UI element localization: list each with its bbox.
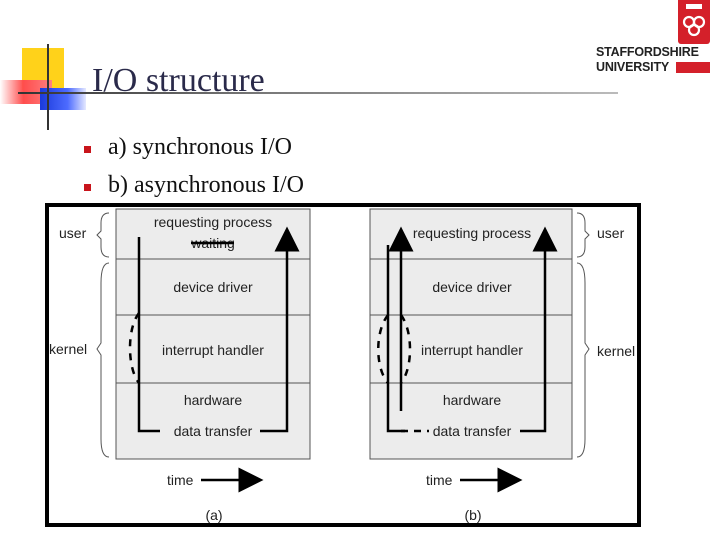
- panel-b-interrupt-loop-left: [377, 314, 390, 384]
- logo-text-line1: STAFFORDSHIRE: [596, 45, 699, 59]
- io-diagram: requesting process waiting device driver…: [45, 203, 641, 527]
- panel-a-device-driver: device driver: [173, 279, 253, 295]
- bullet-square-icon: [84, 145, 91, 153]
- slide-title: I/O structure: [92, 62, 265, 99]
- bullet-square-icon: [84, 183, 91, 191]
- panel-a-flow-arrow: [260, 226, 300, 433]
- bullet-list: a) synchronous I/O b) asynchronous I/O: [84, 128, 304, 204]
- panel-b-data-transfer: data transfer: [433, 423, 512, 439]
- panel-a-interrupt-loop: [128, 312, 141, 384]
- university-logo: STAFFORDSHIRE UNIVERSITY: [596, 0, 716, 76]
- university-crest-icon: [678, 0, 710, 44]
- logo-text-line2: UNIVERSITY: [596, 60, 670, 74]
- panel-b-flow-arrow: [520, 226, 558, 433]
- panel-b-user-brace: [576, 212, 590, 258]
- decorative-vertical-line: [47, 44, 49, 130]
- panel-a-requesting-process: requesting process: [154, 214, 272, 230]
- panel-b-time-label: time: [426, 472, 453, 488]
- bullet-item: a) synchronous I/O: [84, 128, 304, 166]
- logo-red-bar: [676, 62, 710, 73]
- panel-a: requesting process waiting device driver…: [49, 208, 311, 523]
- panel-b-interrupt-handler: interrupt handler: [421, 342, 523, 358]
- panel-a-caption: (a): [205, 507, 222, 523]
- bullet-item: b) asynchronous I/O: [84, 166, 304, 204]
- panel-b-kernel-brace: [576, 262, 590, 458]
- decorative-horizontal-line: [18, 92, 618, 94]
- panel-a-hardware: hardware: [184, 392, 243, 408]
- panel-a-time-label: time: [167, 472, 194, 488]
- panel-b-kernel-label: kernel: [597, 343, 635, 359]
- bullet-text: a) synchronous I/O: [108, 133, 292, 160]
- panel-a-user-label: user: [59, 225, 87, 241]
- panel-b-user-label: user: [597, 225, 625, 241]
- panel-b-requesting-process: requesting process: [413, 225, 531, 241]
- panel-b-device-driver: device driver: [432, 279, 512, 295]
- panel-b-caption: (b): [464, 507, 481, 523]
- panel-b-flow-line: [386, 245, 400, 433]
- panel-b-hardware: hardware: [443, 392, 502, 408]
- panel-b: requesting process device driver interru…: [369, 208, 635, 523]
- panel-a-user-brace: [96, 212, 110, 258]
- panel-a-flow-line: [137, 237, 160, 433]
- panel-a-data-transfer: data transfer: [174, 423, 253, 439]
- io-diagram-figure: requesting process waiting device driver…: [45, 203, 641, 527]
- panel-b-interrupt-loop-right: [399, 314, 412, 384]
- panel-a-kernel-brace: [96, 262, 110, 458]
- panel-a-interrupt-handler: interrupt handler: [162, 342, 264, 358]
- decorative-blue-bar: [40, 88, 86, 110]
- bullet-text: b) asynchronous I/O: [108, 171, 304, 198]
- panel-a-kernel-label: kernel: [49, 341, 87, 357]
